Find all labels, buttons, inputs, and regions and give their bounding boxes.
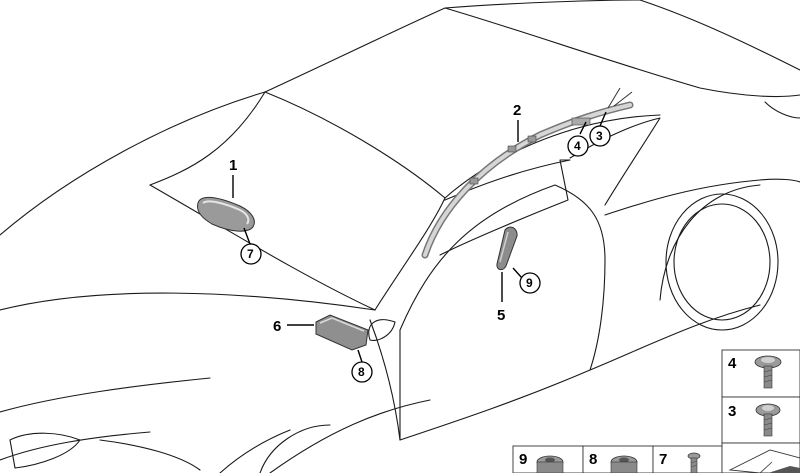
callout-4-circle: 4: [567, 121, 589, 157]
callout-number: 2: [513, 102, 521, 119]
tile-number: 9: [519, 451, 527, 468]
part-tile-4: 4: [721, 349, 800, 398]
screw-icon: [754, 355, 782, 389]
callout-number: 3: [596, 129, 603, 143]
callout-number: 4: [574, 139, 581, 153]
airbag-module-part1: [197, 196, 255, 232]
tile-number: 3: [728, 403, 736, 420]
callout-1: 1: [229, 157, 237, 198]
bolt-icon: [687, 452, 701, 473]
side-airbag-part5: [496, 226, 518, 271]
nut-icon: [536, 455, 564, 473]
callout-6: 6: [273, 318, 314, 335]
screw-icon: [755, 403, 781, 437]
callout-8-circle: 8: [351, 349, 373, 383]
callout-9-circle: 9: [512, 267, 541, 294]
callout-number: 1: [229, 157, 237, 174]
callout-number: 5: [497, 307, 505, 324]
part-tile-3: 3: [721, 396, 800, 444]
callout-3-circle: 3: [589, 111, 611, 147]
tile-number: 7: [659, 451, 667, 468]
tile-number: 4: [728, 355, 737, 372]
part-tile-misc: [721, 442, 800, 473]
nut-icon: [610, 455, 638, 473]
knee-airbag-part6: [315, 314, 369, 351]
callout-number: 7: [247, 247, 254, 261]
part-tile-7: 7: [652, 445, 723, 473]
part-tile-9: 9: [512, 445, 584, 473]
callout-number: 9: [526, 276, 533, 290]
curtain-airbag: [421, 87, 634, 259]
callout-2: 2: [513, 102, 521, 142]
callout-number: 8: [358, 365, 365, 379]
callout-5: 5: [497, 272, 505, 324]
callout-number: 6: [273, 318, 281, 335]
tile-number: 8: [589, 451, 597, 468]
part-tile-8: 8: [582, 445, 654, 473]
callout-7-circle: 7: [240, 227, 262, 265]
